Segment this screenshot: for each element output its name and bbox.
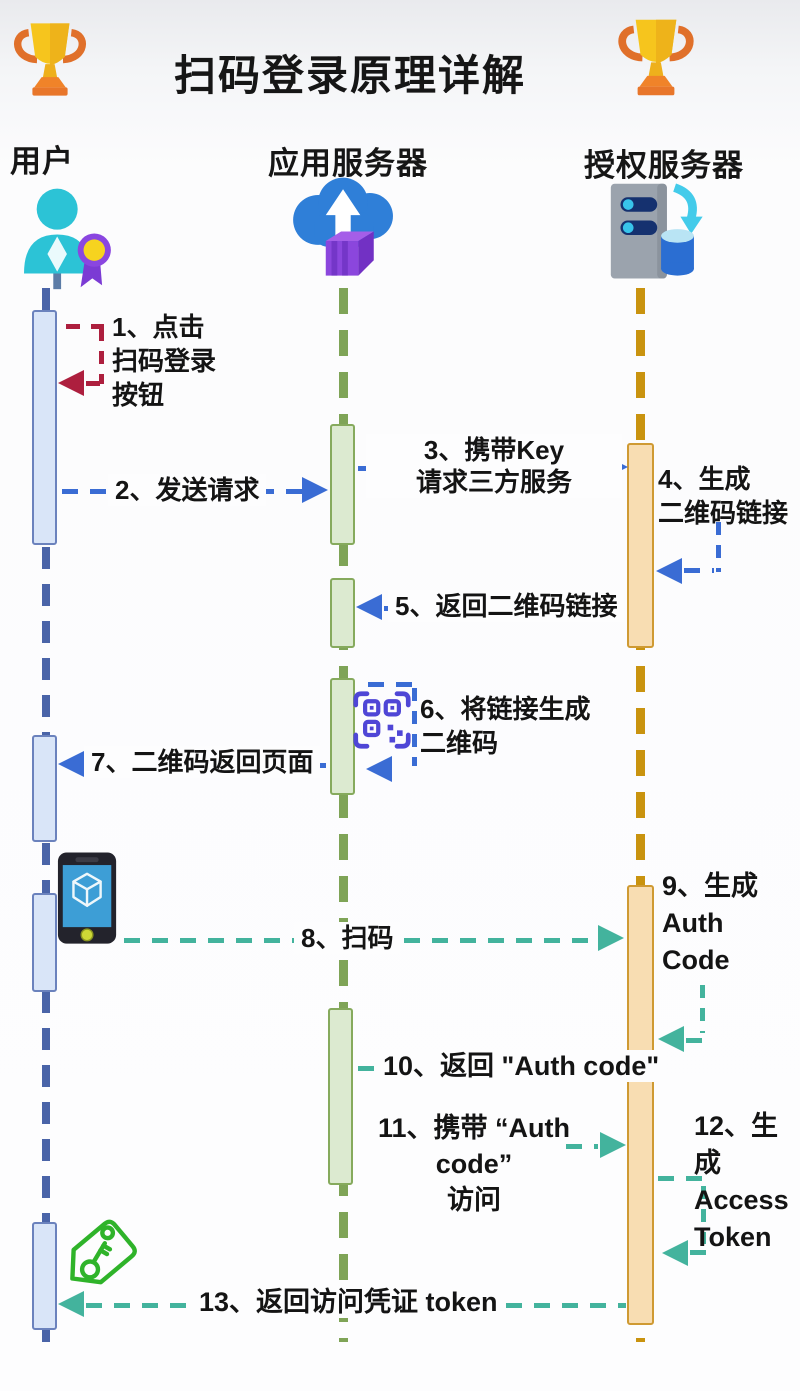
activation-bar-auth [627,443,654,648]
activation-bar-user [32,310,57,545]
arrow-step-11 [566,1144,598,1149]
arrowhead-step-13 [58,1291,84,1317]
arrow-step-1 [66,324,104,329]
message-step-9: 9、生成 Auth Code [662,871,759,975]
activation-bar-app [330,578,355,648]
activation-bar-user [32,1222,57,1330]
activation-bar-app [330,424,355,545]
activation-bar-app [328,1008,353,1185]
arrow-step-6 [412,688,417,766]
arrowhead-step-7 [58,751,84,777]
server-database-icon [592,176,706,297]
message-step-5: 5、返回二维码链接 [388,590,625,622]
arrowhead-step-4 [656,558,682,584]
actor-label-app-server: 应用服务器 [268,146,428,181]
qr-code-icon [352,690,412,755]
message-step-3: 3、携带Key 请求三方服务 [366,434,622,498]
message-step-11: 11、携带 “Auth code” 访问 [377,1113,571,1215]
arrowhead-step-2 [302,477,328,503]
actor-label-user: 用户 [10,144,74,179]
arrow-step-4 [684,568,714,573]
activation-bar-user [32,735,57,842]
arrowhead-step-9 [658,1026,684,1052]
smartphone-icon [56,850,120,953]
arrowhead-step-1 [58,370,84,396]
message-step-2: 2、发送请求 [108,474,267,506]
arrow-step-9 [700,985,705,1033]
arrow-step-1 [99,328,104,384]
key-tag-icon [54,1208,142,1311]
activation-bar-auth [627,885,654,1325]
arrowhead-step-11 [600,1132,626,1158]
arrow-step-6 [368,682,412,687]
message-step-12: 12、生成 Access Token [694,1111,789,1252]
message-step-7: 7、二维码返回页面 [84,746,321,778]
actor-label-auth-server: 授权服务器 [584,148,744,183]
activation-bar-user [32,893,57,992]
arrowhead-step-12 [662,1240,688,1266]
trophy-icon [8,16,92,109]
page-title: 扫码登录原理详解 [173,52,526,99]
arrow-step-12 [701,1186,706,1244]
message-step-1: 1、点击 扫码登录 按钮 [112,312,217,410]
message-step-4: 4、生成 二维码链接 [658,464,789,528]
arrow-step-12 [658,1176,704,1181]
cloud-upload-container-icon [281,170,407,295]
arrowhead-step-5 [356,594,382,620]
lifeline-auth-server [636,288,645,1342]
user-badge-icon [6,174,124,301]
trophy-icon [612,12,700,109]
arrow-step-4 [716,522,721,572]
message-step-8: 8、扫码 [294,922,401,954]
message-step-10: 10、返回 "Auth code" [376,1050,667,1082]
message-step-13: 13、返回访问凭证 token [192,1286,505,1318]
arrow-step-1 [86,381,104,386]
arrow-step-12 [690,1250,706,1255]
arrowhead-step-8 [598,925,624,951]
arrowhead-step-6 [366,756,392,782]
lifeline-app-server [339,288,348,1342]
arrow-step-9 [686,1038,704,1043]
message-step-6: 6、将链接生成 二维码 [420,694,591,758]
